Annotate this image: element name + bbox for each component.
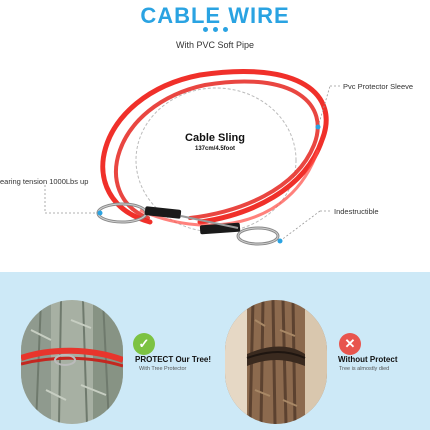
good-caption-subtitle: With Tree Protector — [139, 366, 187, 372]
wire-segment — [180, 215, 239, 229]
product-label: Cable Sling 137cm/4.5foot — [155, 132, 275, 152]
ferrule-left — [144, 206, 182, 219]
bad-caption-title: Without Protect — [338, 355, 398, 364]
callout-indestructible: Indestructible — [334, 207, 379, 216]
title-dots — [201, 27, 231, 33]
page-title: CABLE WIRE — [140, 3, 290, 28]
damaged-tree-photo — [225, 300, 327, 424]
cross-icon: ✕ — [339, 333, 361, 355]
cable-highlight — [139, 149, 320, 227]
callout-sleeve: Pvc Protector Sleeve — [343, 82, 414, 91]
leader-indestructible — [279, 210, 321, 242]
leader-sleeve — [317, 85, 331, 128]
marker-tension — [97, 210, 103, 216]
bad-caption-subtitle: Tree is almostly died — [339, 366, 390, 372]
cable-illustration — [44, 69, 340, 246]
callout-tension: earing tension 1000Lbs up — [0, 177, 89, 186]
marker-sleeve — [315, 124, 321, 130]
product-size: 137cm/4.5foot — [194, 146, 236, 152]
cable-inner-loop — [114, 79, 320, 220]
cable-outer-loop — [100, 69, 329, 225]
check-icon: ✓ — [133, 333, 155, 355]
good-caption-title: PROTECT Our Tree! — [135, 355, 212, 364]
page-subtitle: With PVC Soft Pipe — [175, 40, 255, 50]
steel-loop-right-shine — [237, 227, 279, 245]
marker-indestructible — [277, 238, 283, 244]
focus-circle — [135, 87, 297, 233]
protected-tree-photo — [21, 300, 123, 424]
product-name: Cable Sling — [185, 132, 245, 144]
product-panel: CABLE WIRE With PVC Soft Pipe Cable Sli — [0, 3, 414, 246]
